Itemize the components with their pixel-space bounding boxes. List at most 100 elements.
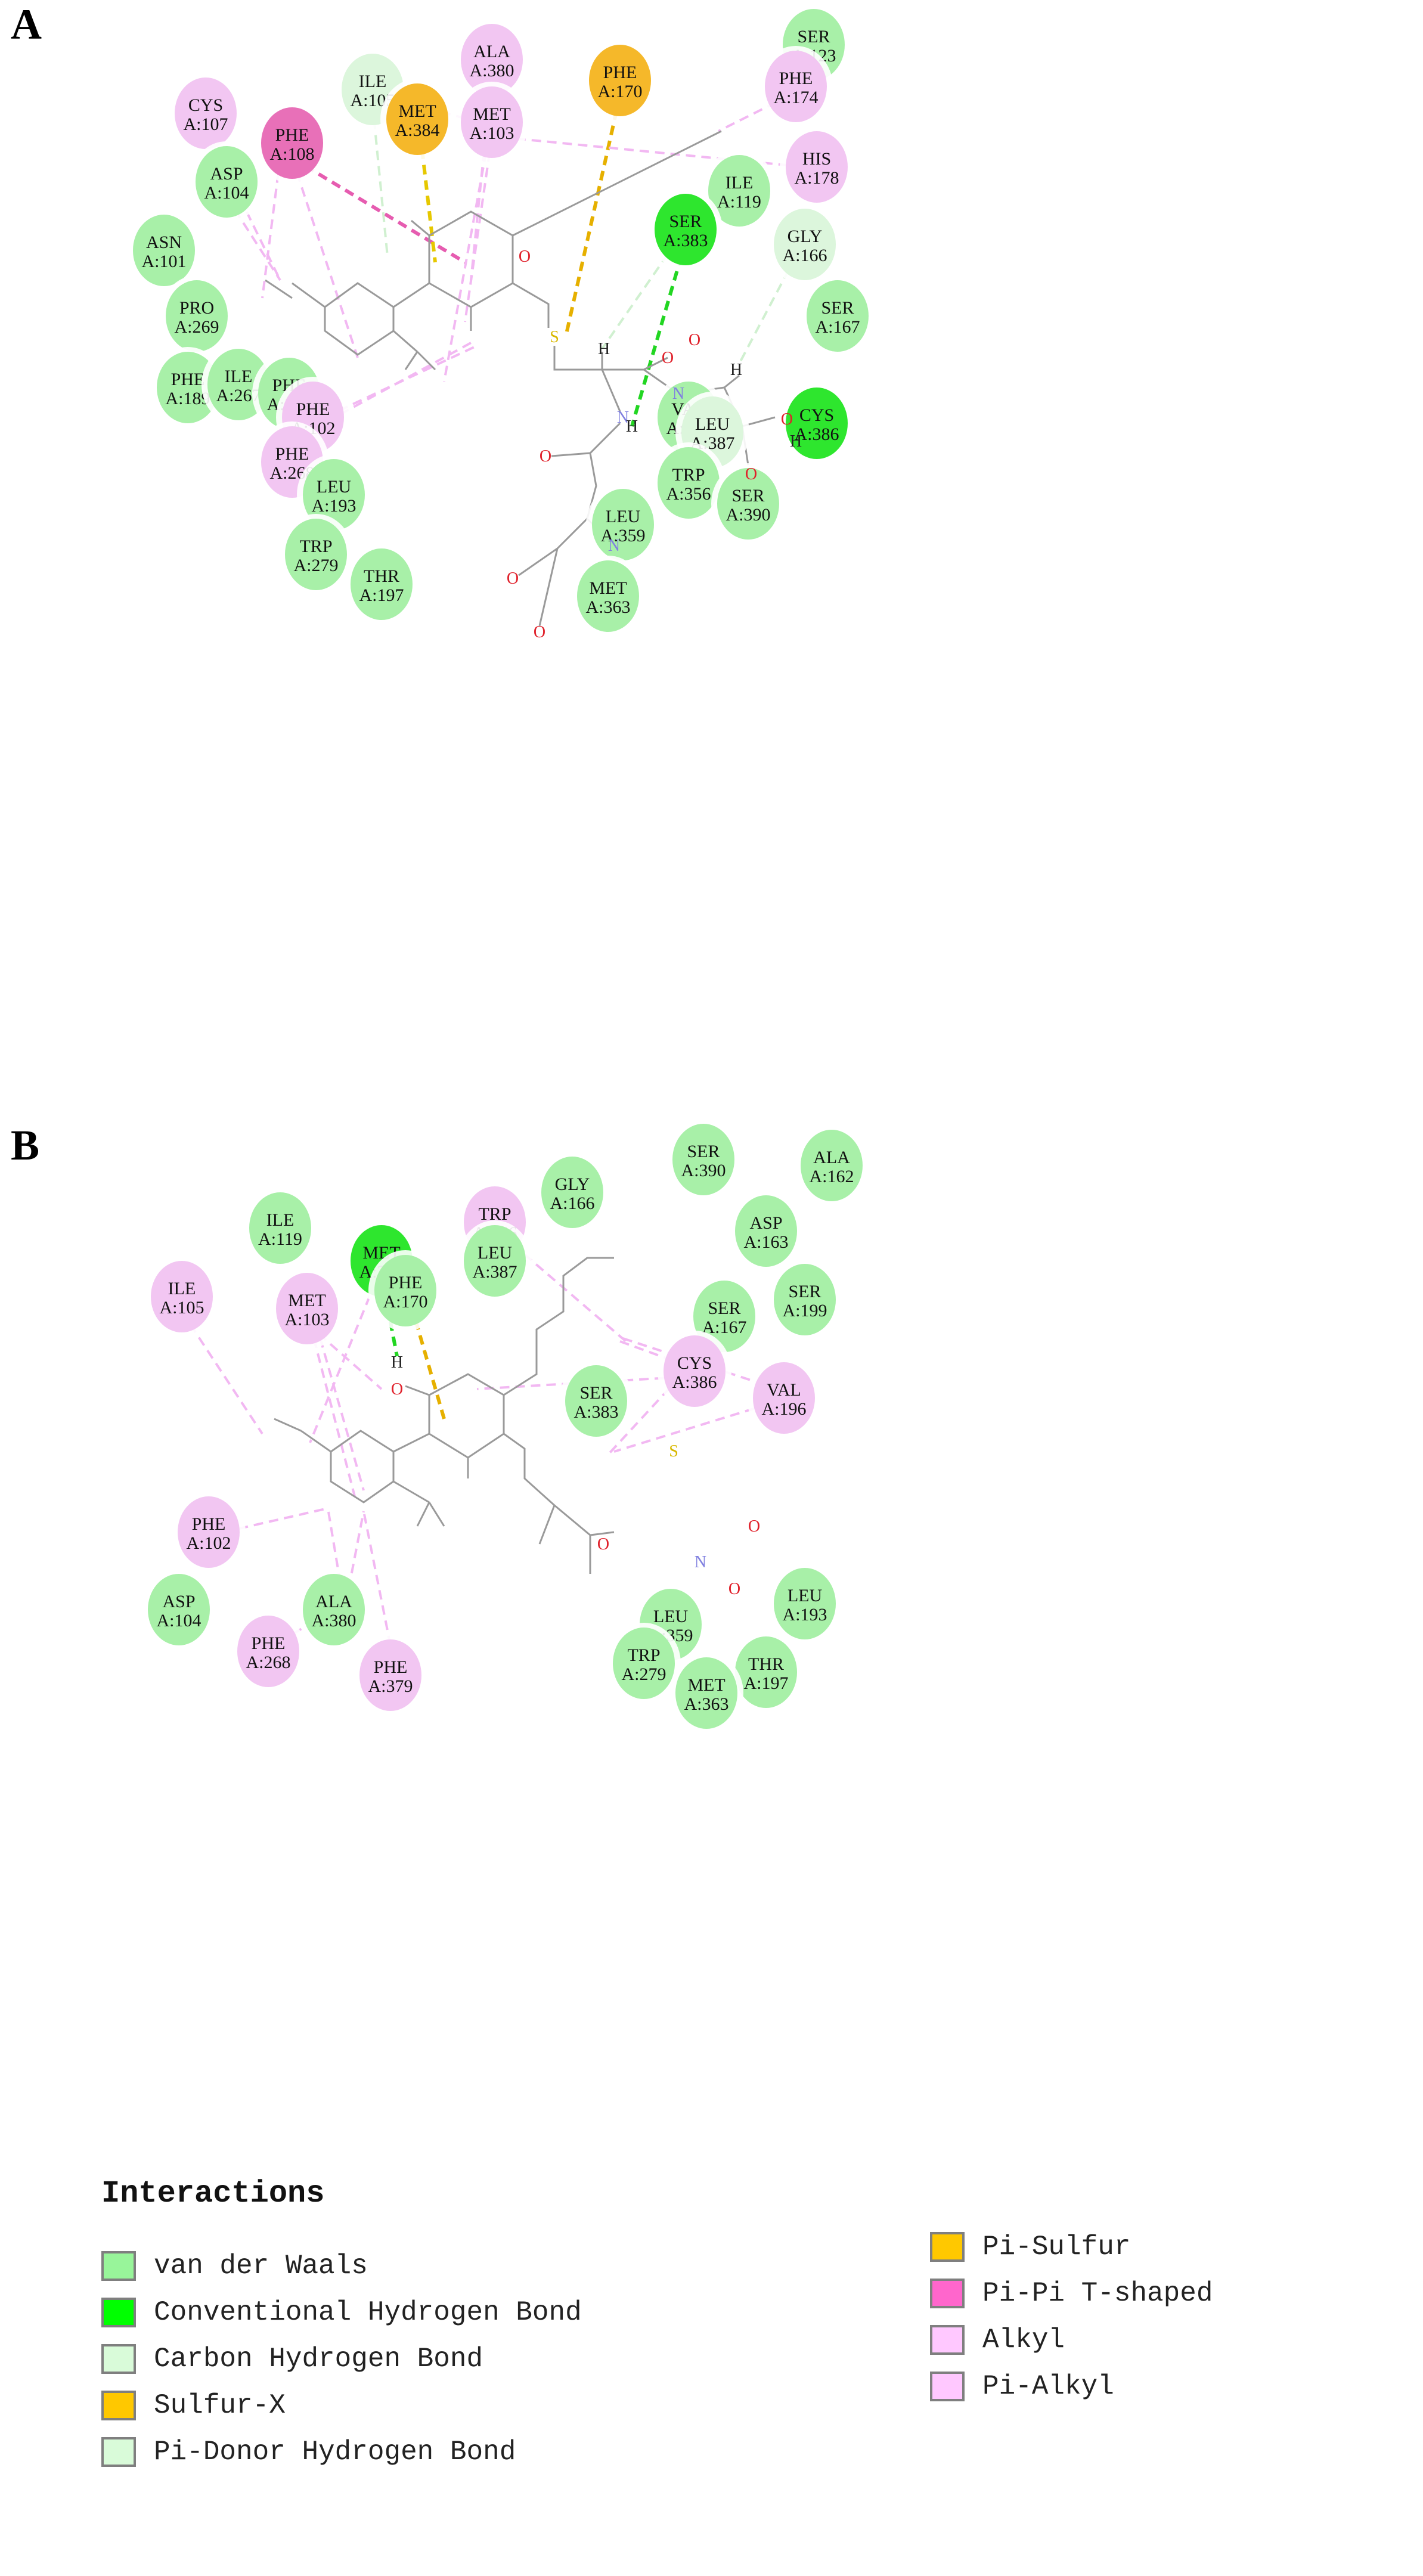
legend-label: Sulfur-X <box>154 2390 286 2421</box>
residue-name: CYS <box>799 405 834 425</box>
residue-id: A:193 <box>783 1605 827 1625</box>
residue-id: A:108 <box>270 144 315 164</box>
ligand-atom-label: H <box>790 432 802 451</box>
residue-disc <box>717 468 779 540</box>
residue-name: ALA <box>813 1148 850 1167</box>
legend-swatch <box>101 2298 136 2327</box>
residue-name: ILE <box>168 1279 196 1298</box>
legend-item-carbon-h-bond: Carbon Hydrogen Bond <box>101 2336 582 2382</box>
residue-id: A:359 <box>601 526 646 545</box>
ligand-atom-label: H <box>598 340 610 358</box>
legend-swatch <box>101 2344 136 2374</box>
residue-name: PHE <box>779 69 813 88</box>
residue-name: SER <box>579 1383 612 1403</box>
residue-name: MET <box>473 104 510 124</box>
panel-label-a: A <box>11 1 42 48</box>
residue-disc <box>261 107 323 179</box>
residue-disc <box>351 548 413 620</box>
residue-disc <box>359 1639 421 1711</box>
residue-name: ASP <box>749 1213 782 1233</box>
residue-id: A:199 <box>783 1301 827 1320</box>
residue-id: A:167 <box>816 317 860 337</box>
residue-disc <box>166 280 228 352</box>
residue-disc <box>735 1195 797 1267</box>
residue-name: PHE <box>192 1514 226 1534</box>
legend-item-pi-donor-h-bond: Pi-Donor Hydrogen Bond <box>101 2429 582 2475</box>
legend-item-pi-pi-t-shaped: Pi-Pi T-shaped <box>930 2270 1213 2317</box>
legend-title: Interactions <box>101 2176 325 2211</box>
ligand-atom-label: O <box>391 1380 403 1399</box>
ligand-atom-label: O <box>745 465 757 483</box>
residue-name: PHE <box>252 1633 286 1653</box>
residue-id: A:105 <box>160 1298 204 1318</box>
residue-name: ASP <box>162 1592 195 1611</box>
residue-name: SER <box>731 486 764 506</box>
residue-disc <box>774 1264 836 1335</box>
legend-column-right: Pi-Sulfur Pi-Pi T-shaped Alkyl Pi-Alkyl <box>930 2224 1213 2410</box>
residue-id: A:193 <box>312 496 356 516</box>
residue-name: ALA <box>473 42 510 61</box>
legend-column-left: van der Waals Conventional Hydrogen Bond… <box>101 2243 582 2475</box>
residue-id: A:101 <box>142 252 187 271</box>
residue-id: A:104 <box>204 183 249 203</box>
legend-swatch <box>101 2251 136 2281</box>
residue-name: LEU <box>695 414 730 434</box>
residue-name: PHE <box>374 1657 408 1677</box>
legend-label: van der Waals <box>154 2250 368 2281</box>
residue-id: A:170 <box>598 82 643 101</box>
residue-name: SER <box>788 1282 821 1301</box>
residue-disc <box>249 1192 311 1264</box>
legend-swatch <box>930 2279 965 2308</box>
residue-name: LEU <box>478 1243 513 1263</box>
residue-id: A:363 <box>684 1694 729 1714</box>
legend-item-pi-alkyl: Pi-Alkyl <box>930 2363 1213 2410</box>
residue-name: CYS <box>188 95 223 115</box>
residues-a: SERA:123ALAA:380PHEA:170ILEA:105PHEA:174… <box>127 4 875 637</box>
residue-name: CYS <box>677 1353 712 1373</box>
legend-swatch <box>930 2232 965 2262</box>
residue-disc <box>592 489 654 560</box>
residue-disc <box>786 388 848 459</box>
panel-label-b: B <box>11 1121 40 1169</box>
residue-disc <box>464 1225 526 1297</box>
residue-id: A:379 <box>368 1676 413 1696</box>
residue-name: VAL <box>767 1380 801 1400</box>
residue-disc <box>774 209 836 280</box>
residue-name: SER <box>708 1298 740 1318</box>
ligand-atom-label: O <box>507 569 519 588</box>
residue-disc <box>178 1496 240 1568</box>
residue-name: ILE <box>225 367 253 386</box>
ligand-atom-label: O <box>519 247 531 266</box>
ligand-atom-label: O <box>534 623 545 641</box>
legend-item-conventional-h-bond: Conventional Hydrogen Bond <box>101 2289 582 2336</box>
residue-disc <box>285 519 347 590</box>
residue-disc <box>151 1261 213 1332</box>
legend-item-sulfur-x: Sulfur-X <box>101 2382 582 2429</box>
residue-disc <box>461 24 523 95</box>
residue-name: THR <box>748 1654 784 1674</box>
ligand-atom-label: O <box>728 1580 740 1598</box>
legend-swatch <box>101 2437 136 2467</box>
residue-name: PHE <box>275 125 309 145</box>
residue-id: A:268 <box>246 1653 291 1672</box>
residue-name: ASN <box>146 233 182 252</box>
residue-name: SER <box>797 27 830 47</box>
legend-label: Pi-Pi T-shaped <box>982 2278 1213 2309</box>
residue-name: ILE <box>359 72 387 91</box>
legend: Interactions van der Waals Conventional … <box>101 2176 1353 2563</box>
residue-id: A:197 <box>744 1673 789 1693</box>
